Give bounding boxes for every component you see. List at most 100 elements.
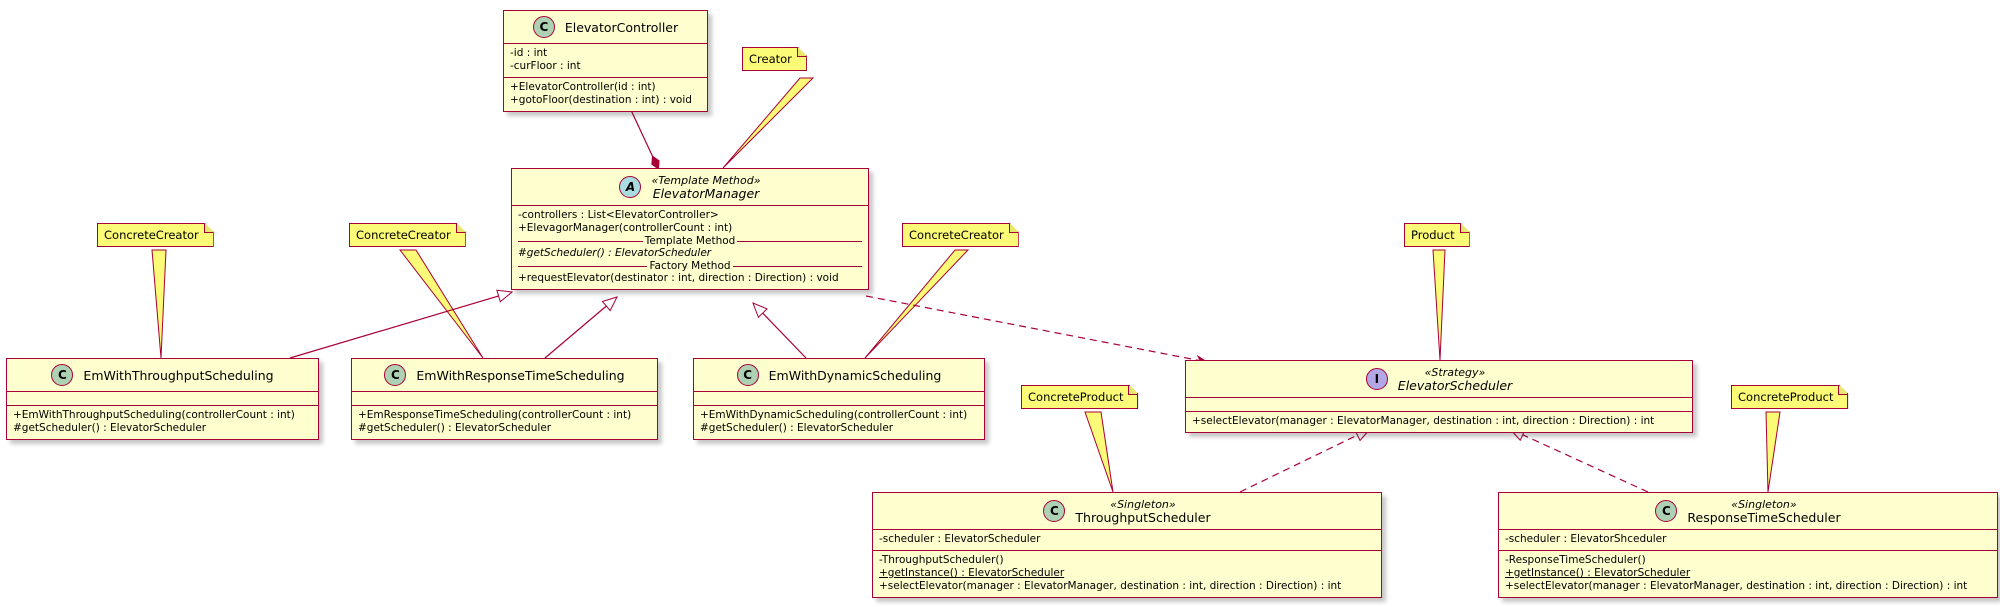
class-kind-icon: C (736, 364, 759, 386)
stereotype: «Singleton» (1110, 498, 1176, 511)
note-fold-icon (1009, 224, 1018, 233)
class-name: ElevatorController (564, 19, 679, 35)
method: +gotoFloor(destination : int) : void (510, 94, 692, 106)
method: +selectElevator(manager : ElevatorManage… (879, 580, 1342, 592)
methods-compartment: +EmWithThroughputScheduling(controllerCo… (7, 405, 318, 439)
method: -ThroughputScheduler() (879, 554, 1004, 566)
attributes-compartment (7, 391, 318, 405)
stereotype: «Singleton» (1731, 498, 1797, 511)
class-header: A «Template Method» ElevatorManager (512, 169, 868, 205)
method: +EmResponseTimeScheduling(controllerCoun… (358, 409, 632, 421)
methods-compartment: +ElevatorController(id : int) +gotoFloor… (504, 77, 707, 111)
note-concrete-creator-3: ConcreteCreator (902, 223, 1019, 247)
note-link-concrete-product-1 (1084, 411, 1114, 493)
inheritance-line-dynamic (753, 303, 807, 359)
class-name: EmWithResponseTimeScheduling (416, 367, 625, 383)
note-fold-icon (797, 48, 806, 57)
stereotype: «Strategy» (1424, 366, 1486, 379)
class-header: C «Singleton» ResponseTimeScheduler (1499, 493, 1997, 529)
class-name: EmWithThroughputScheduling (83, 367, 274, 383)
class-em-with-throughput-scheduling[interactable]: C EmWithThroughputScheduling +EmWithThro… (6, 358, 319, 440)
separator-template-method: Template Method (518, 235, 862, 247)
method: +EmWithDynamicScheduling(controllerCount… (700, 409, 968, 421)
method: -ResponseTimeScheduler() (1505, 554, 1646, 566)
attribute: -scheduler : ElevatorShceduler (1505, 533, 1667, 545)
class-header: C «Singleton» ThroughputScheduler (873, 493, 1381, 529)
note-fold-icon (1838, 386, 1847, 395)
attribute: -scheduler : ElevatorScheduler (879, 533, 1041, 545)
class-throughput-scheduler[interactable]: C «Singleton» ThroughputScheduler -sched… (872, 492, 1382, 598)
inheritance-line-throughput (289, 292, 512, 359)
method: #getScheduler() : ElevatorScheduler (13, 422, 207, 434)
separator-factory-method: Factory Method (518, 260, 862, 272)
class-name: ThroughputScheduler (1075, 510, 1211, 525)
note-link-creator (722, 77, 815, 169)
class-kind-icon: C (51, 364, 74, 386)
realization-line-response-time (1510, 428, 1649, 493)
class-kind-icon: C (384, 364, 407, 386)
inheritance-line-response-time (544, 297, 617, 359)
composition-line (629, 107, 658, 168)
methods-compartment: +EmResponseTimeScheduling(controllerCoun… (352, 405, 657, 439)
note-link-concrete-product-2 (1765, 411, 1781, 493)
class-header: C EmWithResponseTimeScheduling (352, 359, 657, 391)
attributes-compartment: -scheduler : ElevatorScheduler (873, 529, 1381, 550)
method: +selectElevator(manager : ElevatorManage… (1192, 415, 1655, 427)
methods-compartment: -ThroughputScheduler() +getInstance() : … (873, 550, 1381, 597)
members-compartment: -controllers : List<ElevatorController> … (512, 205, 868, 289)
realization-line-throughput (1239, 429, 1370, 493)
interface-elevator-scheduler[interactable]: I «Strategy» ElevatorScheduler +selectEl… (1185, 360, 1693, 433)
static-method: +getInstance() : ElevatorScheduler (879, 567, 1065, 579)
note-fold-icon (1460, 224, 1469, 233)
interface-kind-icon: I (1365, 368, 1388, 390)
class-name: ElevatorManager (652, 186, 760, 201)
note-product: Product (1404, 223, 1470, 247)
note-fold-icon (456, 224, 465, 233)
class-name: ElevatorScheduler (1397, 378, 1513, 393)
note-fold-icon (1128, 386, 1137, 395)
class-em-with-dynamic-scheduling[interactable]: C EmWithDynamicScheduling +EmWithDynamic… (693, 358, 985, 440)
note-fold-icon (204, 224, 213, 233)
note-link-product (1432, 249, 1446, 361)
attribute: -id : int (510, 47, 548, 59)
class-response-time-scheduler[interactable]: C «Singleton» ResponseTimeScheduler -sch… (1498, 492, 1998, 598)
method: +EmWithThroughputScheduling(controllerCo… (13, 409, 295, 421)
attribute: -curFloor : int (510, 60, 581, 72)
class-elevator-manager[interactable]: A «Template Method» ElevatorManager -con… (511, 168, 869, 290)
attributes-compartment: -id : int -curFloor : int (504, 43, 707, 77)
class-header: I «Strategy» ElevatorScheduler (1186, 361, 1692, 397)
class-elevator-controller[interactable]: C ElevatorController -id : int -curFloor… (503, 10, 708, 112)
attributes-compartment: -scheduler : ElevatorShceduler (1499, 529, 1997, 550)
methods-compartment: +selectElevator(manager : ElevatorManage… (1186, 411, 1692, 432)
class-name: EmWithDynamicScheduling (768, 367, 942, 383)
class-kind-icon: C (1043, 500, 1066, 522)
note-link-concrete-creator-3 (864, 249, 970, 359)
note-concrete-product-2: ConcreteProduct (1731, 385, 1848, 409)
attributes-compartment (1186, 397, 1692, 411)
attributes-compartment (352, 391, 657, 405)
note-concrete-product-1: ConcreteProduct (1021, 385, 1138, 409)
class-name: ResponseTimeScheduler (1687, 510, 1841, 525)
class-em-with-response-time-scheduling[interactable]: C EmWithResponseTimeScheduling +EmRespon… (351, 358, 658, 440)
abstract-method: #getScheduler() : ElevatorScheduler (518, 247, 712, 259)
static-method: +getInstance() : ElevatorScheduler (1505, 567, 1691, 579)
note-creator: Creator (742, 47, 807, 71)
methods-compartment: +EmWithDynamicScheduling(controllerCount… (694, 405, 984, 439)
method: #getScheduler() : ElevatorScheduler (358, 422, 552, 434)
dependency-line (865, 295, 1207, 362)
attributes-compartment (694, 391, 984, 405)
class-kind-icon: C (532, 16, 555, 38)
stereotype: «Template Method» (651, 174, 761, 187)
class-header: C EmWithDynamicScheduling (694, 359, 984, 391)
abstract-kind-icon: A (619, 176, 642, 198)
note-concrete-creator-2: ConcreteCreator (349, 223, 466, 247)
class-header: C EmWithThroughputScheduling (7, 359, 318, 391)
class-header: C ElevatorController (504, 11, 707, 43)
class-kind-icon: C (1655, 500, 1678, 522)
attribute: -controllers : List<ElevatorController> (518, 209, 719, 221)
method: +selectElevator(manager : ElevatorManage… (1505, 580, 1968, 592)
methods-compartment: -ResponseTimeScheduler() +getInstance() … (1499, 550, 1997, 597)
note-link-concrete-creator-1 (151, 249, 167, 359)
method: #getScheduler() : ElevatorScheduler (700, 422, 894, 434)
